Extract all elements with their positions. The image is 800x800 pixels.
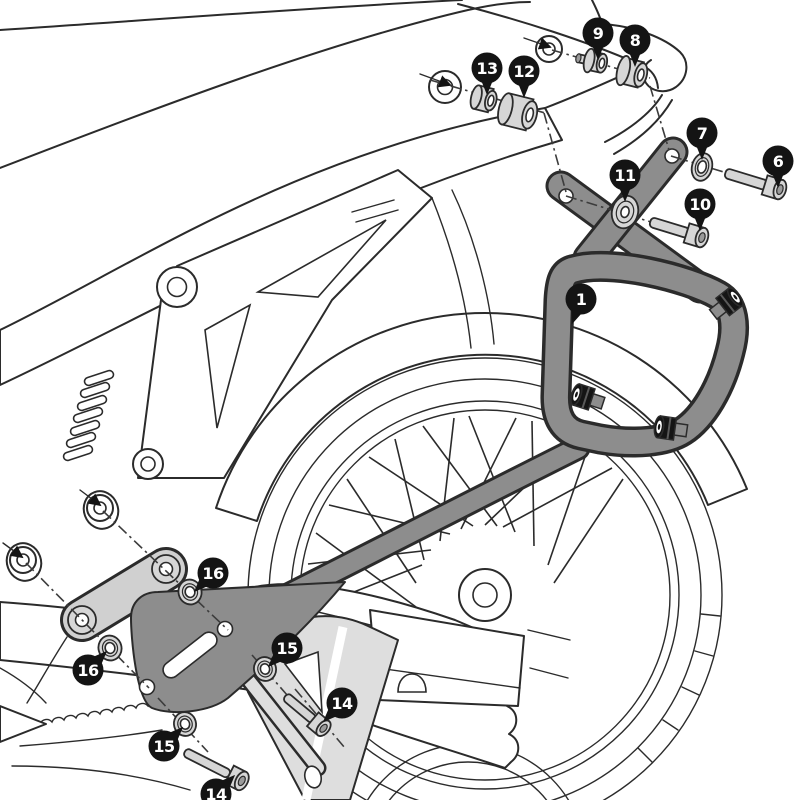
svg-text:13: 13 — [476, 59, 497, 78]
svg-text:14: 14 — [331, 694, 353, 713]
direction-arrow — [79, 489, 102, 507]
mount-peg-bottom — [653, 415, 689, 441]
svg-text:16: 16 — [202, 564, 224, 583]
callout-pin-15-lower: 15 — [148, 726, 184, 762]
bushing-11 — [610, 194, 640, 230]
callout-pin-10: 10 — [684, 188, 716, 231]
washer-16-upper — [177, 578, 203, 606]
callout-pin-9: 9 — [582, 17, 614, 60]
mount-hole-frame-lower — [5, 542, 43, 582]
svg-text:12: 12 — [513, 62, 534, 81]
mount-pegs — [570, 287, 744, 441]
bushing-13 — [469, 84, 498, 114]
callout-pin-12: 12 — [508, 55, 540, 98]
tire-tread-hatch — [637, 613, 721, 763]
callout-pin-14-lower: 14 — [200, 774, 236, 800]
callout-pin-6: 6 — [762, 145, 794, 188]
callout-pin-16-lower: 16 — [72, 650, 108, 686]
callout-pin-14-upper: 14 — [322, 687, 358, 723]
lower-support-arm — [130, 435, 591, 714]
callout-pin-15-upper: 15 — [267, 632, 303, 668]
callout-pin-11: 11 — [609, 159, 641, 202]
svg-text:11: 11 — [614, 166, 636, 185]
mount-peg-left — [570, 383, 606, 411]
direction-arrow — [419, 73, 452, 88]
heat-shield-vents — [62, 369, 115, 462]
svg-text:15: 15 — [276, 639, 298, 658]
svg-text:7: 7 — [697, 124, 708, 143]
tail-stalk-2 — [613, 99, 673, 155]
tail-stalk — [604, 94, 663, 143]
side-case-frame — [540, 250, 750, 458]
callout-pin-8: 8 — [619, 24, 651, 67]
svg-text:10: 10 — [689, 195, 711, 214]
rear-fender — [215, 311, 748, 522]
bushing-8 — [615, 55, 649, 89]
seat-top-edge — [0, 0, 463, 31]
mount-hole-tail-right — [535, 35, 563, 63]
svg-text:16: 16 — [77, 661, 99, 680]
callout-pin-13: 13 — [471, 52, 503, 95]
bolt-14-upper — [283, 693, 332, 737]
adjustment-slot — [162, 631, 218, 679]
direction-arrow — [2, 542, 24, 559]
svg-text:15: 15 — [153, 737, 175, 756]
direction-arrow — [523, 37, 552, 50]
svg-text:8: 8 — [630, 31, 641, 50]
chain-roller-arch — [397, 673, 427, 693]
bushing-12 — [497, 92, 539, 132]
svg-text:9: 9 — [593, 24, 604, 43]
callout-pin-16-upper: 16 — [193, 557, 229, 593]
mount-peg-top — [708, 287, 744, 321]
drive-chain — [11, 700, 191, 791]
bolt-10 — [648, 217, 710, 249]
callout-pin-1: 1 — [565, 283, 597, 325]
heel-plate — [0, 705, 47, 743]
washer-7 — [690, 152, 714, 182]
callout-pin-7: 7 — [686, 117, 718, 160]
callouts: 1 6 7 8 9 10 11 — [72, 17, 794, 800]
tail-top-edge — [457, 3, 659, 89]
bolt-14-lower — [183, 748, 250, 792]
seat-bottom-edge — [0, 1, 531, 169]
frame-side-plate — [132, 169, 433, 480]
peg-bracket-hole — [303, 765, 323, 789]
svg-text:14: 14 — [205, 785, 227, 800]
svg-text:6: 6 — [773, 152, 784, 171]
svg-text:1: 1 — [576, 290, 587, 309]
